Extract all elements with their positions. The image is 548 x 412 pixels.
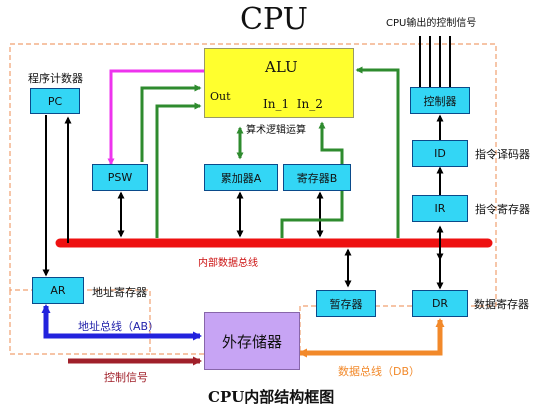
instruction-register-label: 指令寄存器	[475, 203, 530, 216]
memory-boundary	[9, 290, 150, 355]
bus-to-controller-arrow	[355, 66, 400, 238]
psw-label: PSW	[107, 171, 133, 184]
program-counter-label: 程序计数器	[28, 72, 83, 85]
pc-box: PC	[30, 88, 80, 114]
bus-to-alu-arrow-1	[155, 102, 202, 238]
alu-inputs-label: In_1 In_2	[263, 97, 323, 111]
alu-out-label: Out	[210, 90, 231, 103]
alu-to-psw-arrow	[107, 69, 204, 166]
address-bus-arrow	[41, 304, 202, 341]
control-output-label: CPU输出的控制信号	[386, 18, 477, 29]
data-register-label: 数据寄存器	[474, 298, 529, 311]
instruction-decoder-label: 指令译码器	[475, 148, 530, 161]
id-label: ID	[434, 147, 446, 160]
diagram-title: CPU	[240, 2, 308, 37]
ir-box: IR	[412, 195, 468, 222]
ar-label: AR	[50, 284, 66, 297]
dr-box: DR	[412, 290, 468, 317]
alu-label: ALU	[265, 58, 298, 76]
ar-box: AR	[32, 277, 84, 304]
register-b-box: 寄存器B	[283, 164, 351, 191]
register-b-label: 寄存器B	[296, 171, 338, 185]
internal-bus-label: 内部数据总线	[198, 258, 258, 269]
diagram-caption: CPU内部结构框图	[208, 388, 335, 406]
address-register-label: 地址寄存器	[92, 286, 147, 299]
data-bus-arrow	[298, 318, 445, 358]
control-signal-label: 控制信号	[104, 371, 148, 384]
temp-register-box: 暂存器	[316, 290, 376, 317]
pc-label: PC	[47, 94, 63, 108]
dr-label: DR	[431, 297, 449, 310]
bus-to-alu-out-arrow	[140, 84, 202, 162]
ir-label: IR	[434, 202, 446, 215]
data-bus-label: 数据总线（DB）	[338, 365, 421, 378]
external-memory-box: 外存储器	[204, 312, 300, 370]
id-box: ID	[412, 140, 468, 167]
controller-box: 控制器	[410, 87, 470, 114]
controller-label: 控制器	[423, 94, 457, 108]
alu-box	[204, 48, 354, 118]
temp-register-label: 暂存器	[329, 297, 363, 311]
accumulator-box: 累加器A	[204, 164, 278, 191]
address-bus-label: 地址总线（AB）	[78, 320, 160, 333]
psw-box: PSW	[92, 164, 148, 191]
accumulator-label: 累加器A	[220, 171, 262, 185]
alu-description: 算术逻辑运算	[246, 125, 306, 136]
external-memory-label: 外存储器	[221, 332, 282, 351]
